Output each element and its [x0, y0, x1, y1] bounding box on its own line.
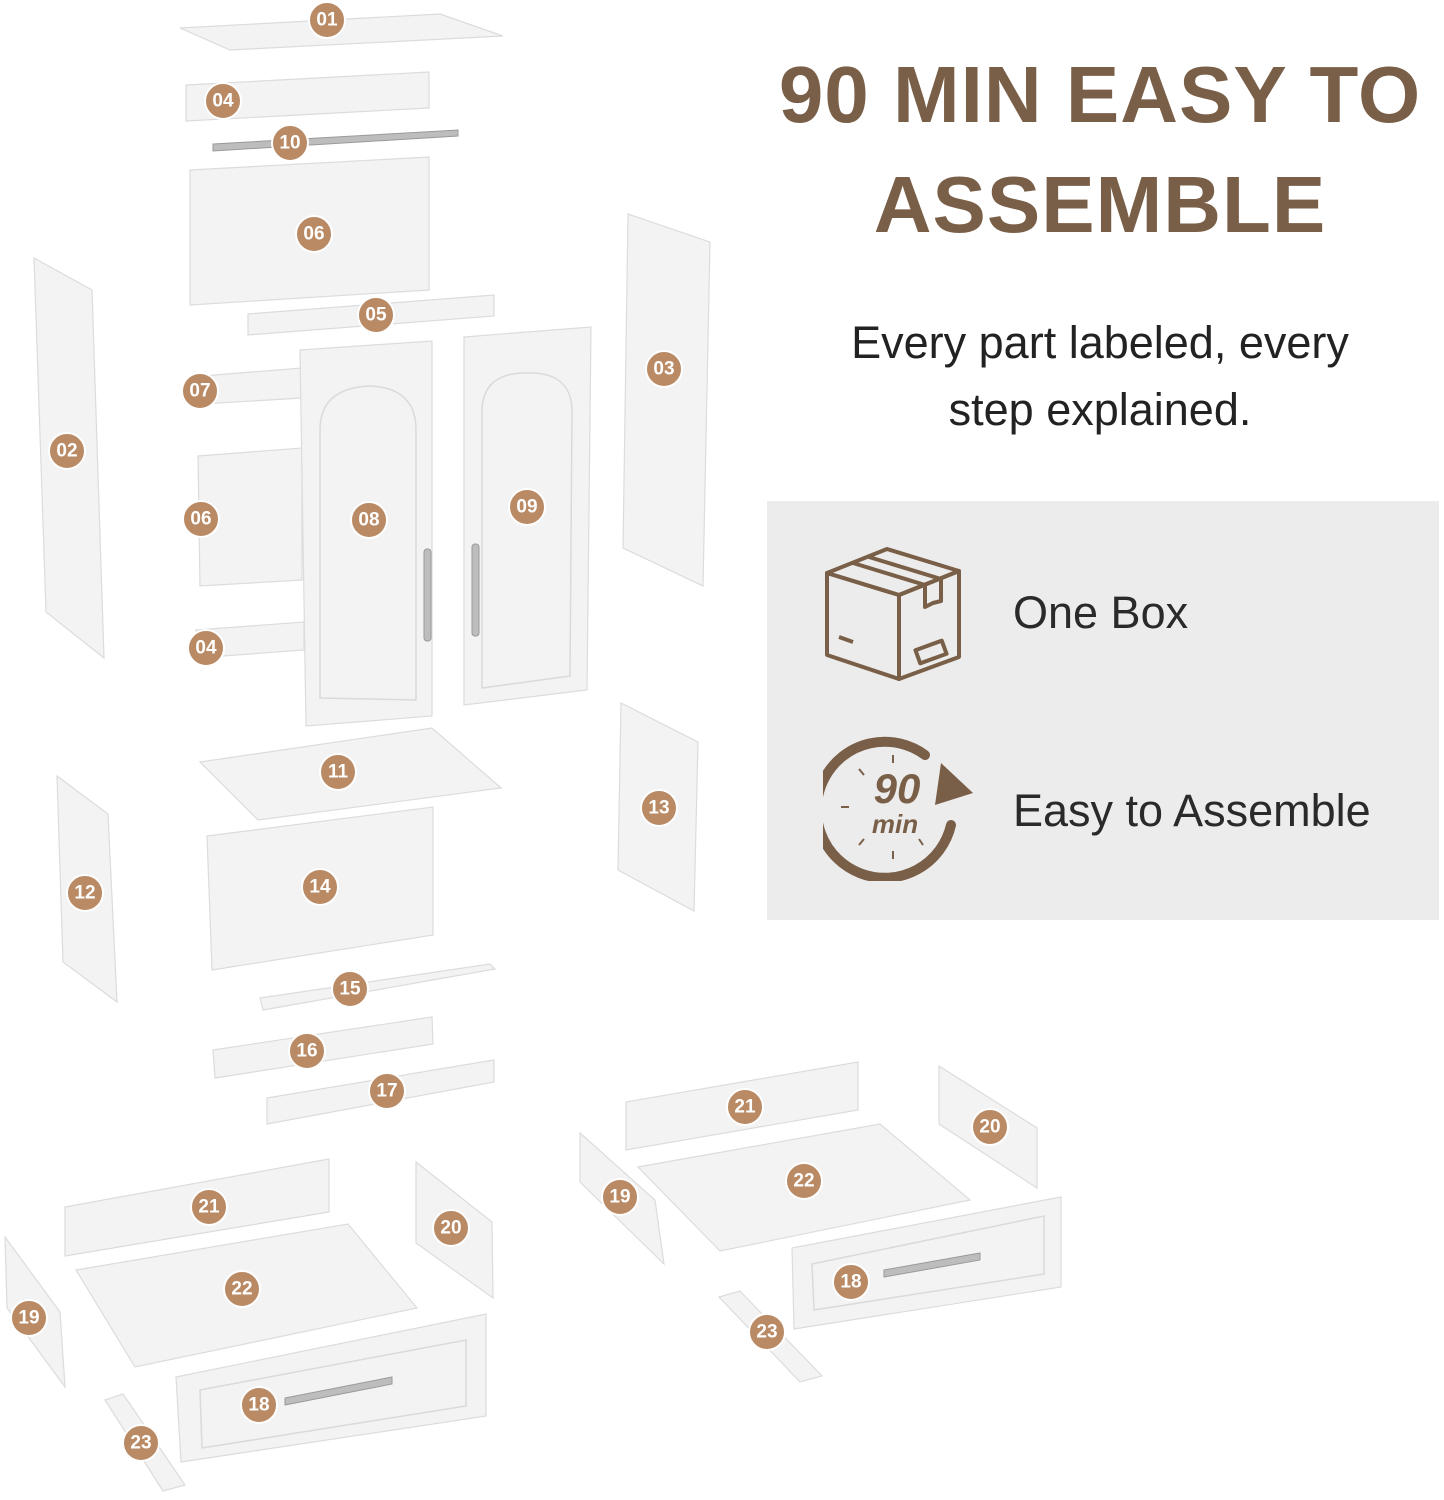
headline-line-1: 90 MIN EASY TO — [778, 50, 1422, 139]
part-badge: 09 — [508, 488, 546, 526]
svg-text:min: min — [872, 809, 918, 839]
svg-text:12: 12 — [74, 883, 95, 904]
svg-text:23: 23 — [130, 1433, 151, 1454]
part-badge: 10 — [271, 124, 309, 162]
svg-text:17: 17 — [376, 1081, 397, 1102]
panel-15 — [259, 963, 497, 1011]
box-icon — [825, 547, 961, 681]
svg-text:03: 03 — [653, 359, 674, 380]
svg-text:18: 18 — [248, 1395, 269, 1416]
part-badge: 17 — [368, 1072, 406, 1110]
svg-text:07: 07 — [189, 381, 210, 402]
part-badge: 20 — [432, 1209, 470, 1247]
part-badge: 02 — [48, 432, 86, 470]
door-08-handle — [423, 548, 432, 642]
svg-text:21: 21 — [734, 1097, 756, 1118]
part-badge: 15 — [331, 970, 369, 1008]
svg-text:10: 10 — [279, 133, 300, 154]
svg-text:09: 09 — [516, 497, 537, 518]
timer-90-min-icon: 90 min — [823, 736, 973, 881]
part-badge: 08 — [350, 501, 388, 539]
headline-line-2: ASSEMBLE — [873, 160, 1327, 249]
svg-text:23: 23 — [756, 1322, 777, 1343]
feature-panel: One Box 90 min Easy to Assemble — [767, 501, 1439, 920]
panel-10-rail — [212, 129, 459, 152]
part-badge: 19 — [601, 1178, 639, 1216]
part-badge: 01 — [308, 1, 346, 39]
part-badge: 06 — [182, 500, 220, 538]
svg-text:19: 19 — [18, 1308, 39, 1329]
svg-text:06: 06 — [303, 224, 324, 245]
drawer-left-handle — [284, 1376, 393, 1406]
part-badge: 18 — [240, 1386, 278, 1424]
panel-03 — [622, 213, 711, 587]
part-badge: 19 — [10, 1299, 48, 1337]
svg-text:20: 20 — [979, 1117, 1000, 1138]
drawer-right-handle — [883, 1252, 981, 1278]
part-badge: 22 — [785, 1162, 823, 1200]
part-badge: 05 — [357, 296, 395, 334]
part-badge: 22 — [223, 1270, 261, 1308]
panel-06-mid — [197, 447, 303, 587]
svg-text:05: 05 — [365, 305, 387, 326]
part-badge: 04 — [204, 82, 242, 120]
svg-text:90: 90 — [874, 765, 921, 812]
part-badge: 07 — [181, 372, 219, 410]
part-badge: 20 — [971, 1108, 1009, 1146]
part-badge: 04 — [187, 629, 225, 667]
svg-text:11: 11 — [328, 762, 349, 783]
panel-04-top — [185, 71, 430, 122]
svg-text:04: 04 — [195, 638, 217, 659]
part-badge: 12 — [66, 874, 104, 912]
svg-text:08: 08 — [358, 510, 379, 531]
part-badge: 14 — [301, 868, 339, 906]
svg-text:22: 22 — [793, 1171, 814, 1192]
part-badge: 06 — [295, 215, 333, 253]
part-badge: 13 — [640, 789, 678, 827]
part-badge: 03 — [645, 350, 683, 388]
part-badge: 23 — [122, 1424, 160, 1462]
svg-text:15: 15 — [339, 979, 361, 1000]
svg-text:02: 02 — [56, 441, 77, 462]
svg-text:01: 01 — [316, 10, 338, 31]
svg-text:22: 22 — [231, 1279, 252, 1300]
part-badge: 16 — [288, 1032, 326, 1070]
part-badge: 23 — [748, 1313, 786, 1351]
door-09-handle — [471, 543, 480, 637]
subtitle-line-1: Every part labeled, every — [851, 317, 1349, 368]
svg-text:19: 19 — [609, 1187, 630, 1208]
svg-text:20: 20 — [440, 1218, 461, 1239]
svg-text:13: 13 — [648, 798, 669, 819]
feature-one-box-label: One Box — [1013, 587, 1189, 638]
svg-text:16: 16 — [296, 1041, 317, 1062]
svg-text:14: 14 — [309, 877, 331, 898]
svg-text:06: 06 — [190, 509, 211, 530]
svg-text:04: 04 — [212, 91, 234, 112]
part-badge: 21 — [190, 1188, 228, 1226]
svg-text:18: 18 — [840, 1272, 861, 1293]
part-badge: 11 — [319, 753, 357, 791]
svg-text:21: 21 — [198, 1197, 220, 1218]
part-badge: 18 — [832, 1263, 870, 1301]
part-badge: 21 — [726, 1088, 764, 1126]
subtitle-line-2: step explained. — [948, 384, 1252, 435]
feature-easy-assemble-label: Easy to Assemble — [1013, 785, 1371, 836]
